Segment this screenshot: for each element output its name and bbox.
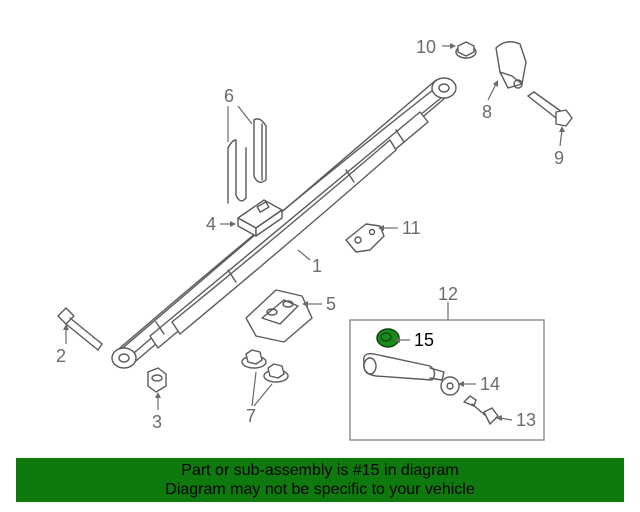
callout-11: 11 [402,218,421,238]
spring-spacer-part-4 [237,199,283,237]
callout-3: 3 [152,412,162,432]
highlighted-nut-part-15 [376,328,400,348]
info-banner: Part or sub-assembly is #15 in diagram D… [16,458,624,502]
shock-absorber [363,352,445,381]
shock-absorber-box-part-12 [349,319,545,441]
bracket-part-11 [345,223,385,253]
callout-13: 13 [516,410,536,430]
flange-nut-part-7 [241,349,289,383]
nut-part-3 [147,367,167,393]
callout-5: 5 [326,294,336,314]
banner-line-1: Part or sub-assembly is #15 in diagram [181,462,459,479]
bolt-part-13 [463,395,499,425]
nut-part-10 [455,41,477,59]
callout-1: 1 [312,256,322,276]
bolt-part-2 [57,307,103,351]
shackle-part-8 [495,41,527,89]
callout-6: 6 [224,86,234,106]
callout-12: 12 [438,284,458,304]
leader-lines [63,43,565,421]
bolt-part-9 [527,91,573,127]
banner-line-2: Diagram may not be specific to your vehi… [165,481,475,498]
callout-10: 10 [416,37,436,57]
parts-diagram: 1 2 3 4 5 6 7 8 9 10 11 12 13 14 15 [56,37,573,441]
leaf-spring-part-1 [111,77,457,369]
callout-4: 4 [206,214,216,234]
washer-part-14 [440,376,460,396]
u-bolt-part-6 [227,118,267,204]
callout-8: 8 [482,102,492,122]
callout-9: 9 [554,148,564,168]
callout-2: 2 [56,346,66,366]
spring-plate-part-5 [245,289,313,343]
callout-7: 7 [246,406,256,426]
callout-15: 15 [414,330,434,350]
callout-14: 14 [480,374,500,394]
